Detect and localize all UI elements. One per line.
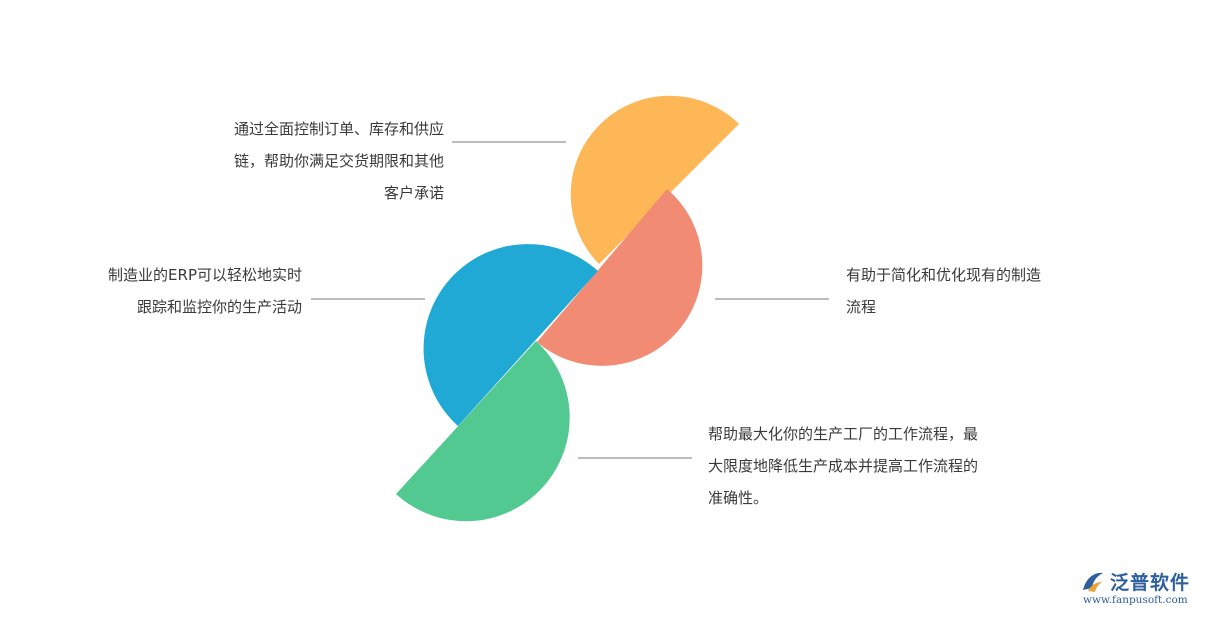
logo-url[interactable]: www.fanpusoft.com	[1083, 594, 1188, 606]
label-bottom-line-3: 准确性。	[708, 489, 769, 507]
logo-name: 泛普软件	[1110, 572, 1191, 594]
label-left-line-1: 制造业的ERP可以轻松地实时	[108, 266, 302, 284]
label-bottom-line-1: 帮助最大化你的生产工厂的工作流程，最	[708, 425, 979, 443]
label-top-line-2: 链，帮助你满足交货期限和其他	[233, 152, 444, 170]
label-top: 通过全面控制订单、库存和供应 链，帮助你满足交货期限和其他 客户承诺	[200, 113, 444, 209]
label-bottom: 帮助最大化你的生产工厂的工作流程，最 大限度地降低生产成本并提高工作流程的 准确…	[708, 418, 1008, 514]
label-top-line-1: 通过全面控制订单、库存和供应	[233, 120, 444, 138]
label-top-line-3: 客户承诺	[383, 184, 444, 202]
label-right: 有助于简化和优化现有的制造 流程	[846, 259, 1076, 323]
brand-logo: 泛普软件 www.fanpusoft.com	[1080, 568, 1206, 612]
label-bottom-line-2: 大限度地降低生产成本并提高工作流程的	[708, 457, 979, 475]
segment-bottom-shape	[396, 341, 570, 522]
fanpu-logo-icon	[1083, 572, 1103, 592]
segment-right-shape	[537, 189, 703, 366]
label-right-line-1: 有助于简化和优化现有的制造	[846, 266, 1042, 284]
label-left: 制造业的ERP可以轻松地实时 跟踪和监控你的生产活动	[90, 259, 302, 323]
label-right-line-2: 流程	[846, 298, 877, 316]
label-left-line-2: 跟踪和监控你的生产活动	[136, 298, 302, 316]
segment-top-shape	[570, 95, 739, 265]
segment-left-shape	[423, 244, 598, 426]
